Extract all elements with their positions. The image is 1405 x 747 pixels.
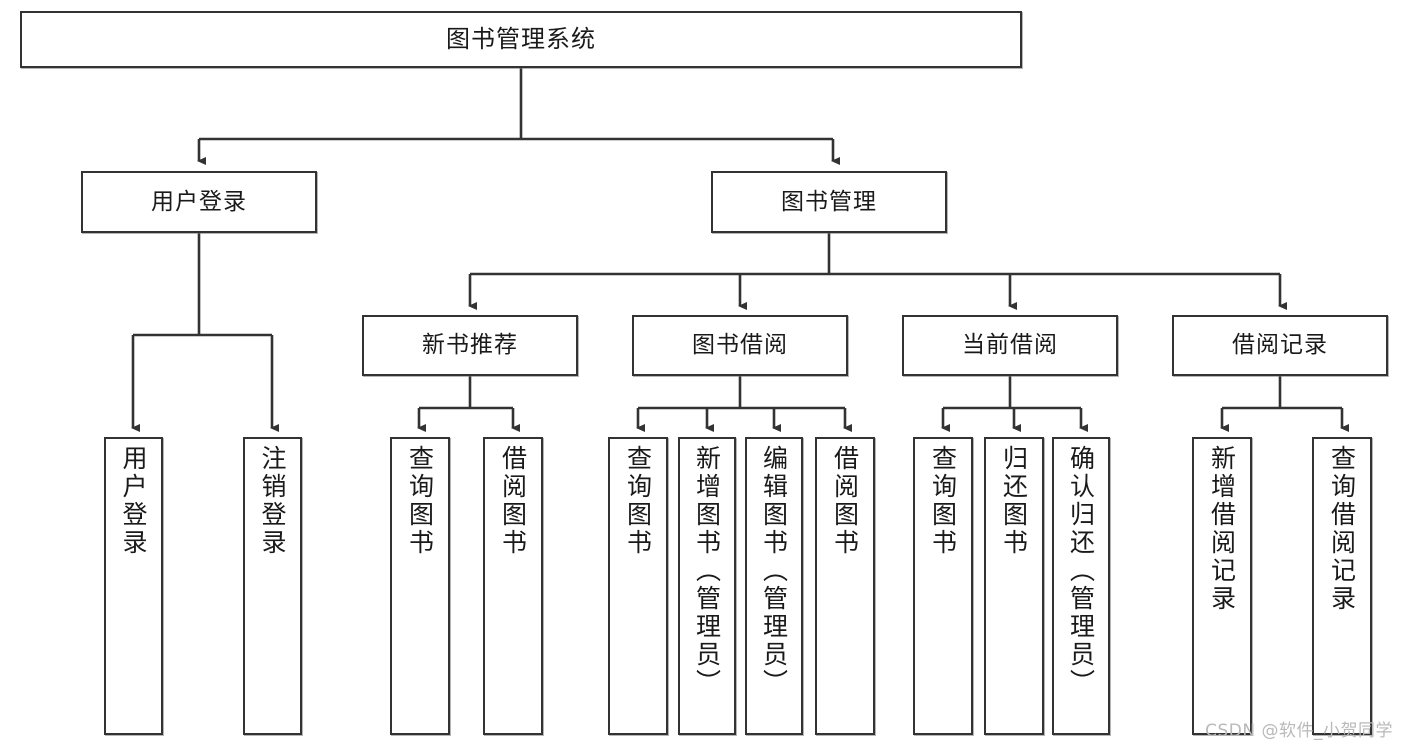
node-leaf-user-login-label: 用户登录 <box>119 445 148 557</box>
node-level2-book-management[interactable]: 图书管理 <box>711 171 947 233</box>
node-leaf-borrow-book-label: 借阅图书 <box>830 445 860 557</box>
node-level3-new-book-recommend[interactable]: 新书推荐 <box>362 315 578 376</box>
node-leaf-confirm-return-admin[interactable]: 确认归还（管理员） <box>1052 437 1110 735</box>
node-leaf-confirm-return-admin-label: 确认归还（管理员） <box>1066 445 1096 697</box>
node-leaf-query-book-rec-label: 查询图书 <box>405 445 435 557</box>
node-level3-borrow-record[interactable]: 借阅记录 <box>1172 315 1388 376</box>
node-level3-book-borrow[interactable]: 图书借阅 <box>632 315 848 376</box>
node-leaf-logout[interactable]: 注销登录 <box>243 437 302 735</box>
watermark: CSDN @软件_小贺同学 <box>1205 721 1393 741</box>
node-leaf-user-login[interactable]: 用户登录 <box>104 437 163 735</box>
node-leaf-edit-book-admin[interactable]: 编辑图书（管理员） <box>745 437 803 735</box>
node-leaf-return-book-label: 归还图书 <box>999 445 1029 557</box>
node-leaf-query-book-current-label: 查询图书 <box>928 445 958 557</box>
node-leaf-borrow-book-rec[interactable]: 借阅图书 <box>483 437 543 735</box>
node-leaf-add-borrow-record-label: 新增借阅记录 <box>1207 445 1237 613</box>
node-leaf-borrow-book[interactable]: 借阅图书 <box>815 437 875 735</box>
node-leaf-query-book-borrow-label: 查询图书 <box>623 445 653 557</box>
node-leaf-query-book-borrow[interactable]: 查询图书 <box>608 437 668 735</box>
node-leaf-add-book-admin[interactable]: 新增图书（管理员） <box>678 437 736 735</box>
node-level2-user-login-label: 用户登录 <box>151 188 247 215</box>
node-level2-user-login[interactable]: 用户登录 <box>81 171 317 233</box>
node-level3-new-book-recommend-label: 新书推荐 <box>422 332 518 359</box>
node-leaf-query-borrow-record[interactable]: 查询借阅记录 <box>1312 437 1372 735</box>
node-level2-book-management-label: 图书管理 <box>781 188 877 215</box>
node-leaf-query-book-current[interactable]: 查询图书 <box>913 437 973 735</box>
node-leaf-return-book[interactable]: 归还图书 <box>984 437 1044 735</box>
node-leaf-add-borrow-record[interactable]: 新增借阅记录 <box>1192 437 1252 735</box>
node-leaf-query-borrow-record-label: 查询借阅记录 <box>1327 445 1357 613</box>
node-root-label: 图书管理系统 <box>446 24 596 53</box>
node-level3-book-borrow-label: 图书借阅 <box>692 332 788 359</box>
node-level3-current-borrow-label: 当前借阅 <box>962 332 1058 359</box>
node-level3-current-borrow[interactable]: 当前借阅 <box>902 315 1118 376</box>
node-root[interactable]: 图书管理系统 <box>20 11 1022 68</box>
node-leaf-add-book-admin-label: 新增图书（管理员） <box>692 445 722 697</box>
node-leaf-logout-label: 注销登录 <box>258 445 287 557</box>
node-leaf-edit-book-admin-label: 编辑图书（管理员） <box>759 445 789 697</box>
node-level3-borrow-record-label: 借阅记录 <box>1232 332 1328 359</box>
node-leaf-borrow-book-rec-label: 借阅图书 <box>498 445 528 557</box>
node-leaf-query-book-rec[interactable]: 查询图书 <box>390 437 450 735</box>
